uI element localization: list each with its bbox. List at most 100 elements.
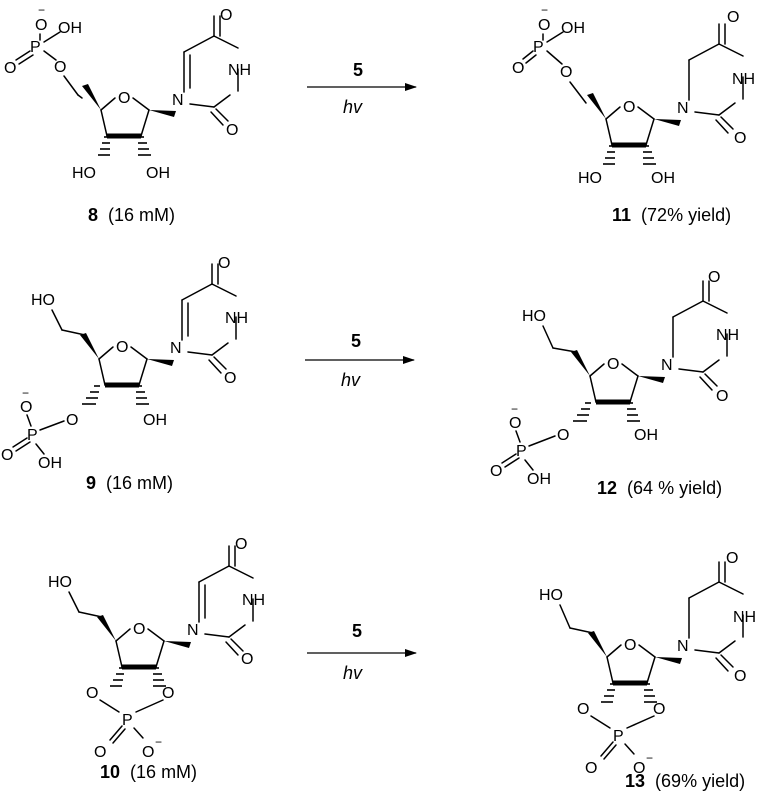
svg-text:O: O [624, 637, 636, 654]
svg-text:5: 5 [351, 331, 361, 351]
compound-12-structure: HO O O OH − O P O OH N O NH O [490, 269, 739, 488]
reaction-arrow-2: 5 hv [305, 331, 415, 390]
svg-text:O: O [86, 685, 98, 702]
svg-text:hv: hv [341, 370, 361, 390]
svg-text:N: N [677, 638, 689, 655]
svg-text:P: P [122, 712, 133, 729]
svg-text:HO: HO [48, 574, 72, 591]
svg-text:O: O [577, 701, 589, 718]
uracil-nh: NH [228, 62, 251, 79]
svg-text:OH: OH [143, 412, 167, 429]
phosphate-oh: OH [58, 20, 82, 37]
svg-text:O: O [235, 536, 247, 553]
svg-text:O: O [538, 17, 550, 34]
phosphate-o-double: O [4, 60, 16, 77]
svg-text:O: O [490, 463, 502, 480]
phosphate-o-ester: O [54, 59, 66, 76]
svg-text:O: O [653, 701, 665, 718]
svg-text:OH: OH [527, 471, 551, 488]
svg-text:P: P [613, 728, 624, 745]
svg-text:O: O [607, 356, 619, 373]
svg-text:O: O [94, 744, 106, 761]
svg-text:NH: NH [242, 592, 265, 609]
svg-text:O: O [734, 130, 746, 147]
svg-text:−: − [155, 735, 162, 749]
svg-text:HO: HO [539, 587, 563, 604]
svg-text:O: O [585, 760, 597, 777]
svg-text:OH: OH [651, 170, 675, 187]
hydroxyl-3: HO [72, 165, 96, 182]
svg-text:P: P [533, 39, 544, 56]
svg-text:O: O [116, 339, 128, 356]
svg-text:NH: NH [716, 327, 739, 344]
phosphate-o-top: O [35, 17, 47, 34]
svg-text:N: N [661, 357, 673, 374]
svg-text:O: O [557, 427, 569, 444]
svg-text:O: O [142, 744, 154, 761]
svg-text:NH: NH [733, 609, 756, 626]
svg-text:O: O [726, 550, 738, 567]
compound-10-structure: HO O O O P O O − N O NH O [48, 536, 265, 761]
compound-13-structure: HO O O O P O O − N O NH O [539, 550, 756, 777]
svg-text:−: − [541, 3, 548, 17]
svg-text:HO: HO [578, 170, 602, 187]
compound-13-caption: 13 (69% yield) [625, 771, 745, 791]
compound-8-structure: − O OH P O O O HO OH N O NH O [4, 3, 251, 182]
svg-text:N: N [677, 100, 689, 117]
compound-8-number: 8 [88, 205, 98, 225]
svg-text:O: O [241, 651, 253, 668]
ribose-ring-o: O [118, 90, 130, 107]
svg-text:OH: OH [561, 20, 585, 37]
svg-text:O: O [734, 668, 746, 685]
svg-text:O: O [133, 621, 145, 638]
svg-text:OH: OH [634, 427, 658, 444]
compound-9-structure: HO O O OH − O P O OH N O NH O [1, 255, 248, 472]
uracil-o2: O [226, 122, 238, 139]
svg-text:NH: NH [732, 71, 755, 88]
svg-text:−: − [22, 386, 29, 400]
svg-text:O: O [560, 64, 572, 81]
svg-text:NH: NH [225, 310, 248, 327]
svg-text:−: − [511, 402, 518, 416]
svg-text:N: N [187, 622, 199, 639]
svg-text:HO: HO [31, 292, 55, 309]
svg-text:O: O [509, 415, 521, 432]
svg-text:O: O [66, 412, 78, 429]
condition-label-1: hv [343, 97, 363, 117]
svg-text:O: O [224, 370, 236, 387]
compound-8-conc: (16 mM) [108, 205, 175, 225]
svg-text:O: O [20, 399, 32, 416]
svg-text:P: P [516, 443, 527, 460]
svg-text:P: P [27, 427, 38, 444]
svg-text:hv: hv [343, 663, 363, 683]
svg-text:HO: HO [522, 308, 546, 325]
svg-text:O: O [218, 255, 230, 272]
hydroxyl-2: OH [146, 165, 170, 182]
reaction-arrow-3: 5 hv [307, 621, 417, 683]
phosphate-p: P [30, 39, 41, 56]
svg-text:5: 5 [352, 621, 362, 641]
svg-text:O: O [716, 388, 728, 405]
compound-11-structure: − O OH P O O O HO OH N O NH O [512, 3, 755, 187]
svg-text:O: O [162, 685, 174, 702]
uracil-n1: N [172, 92, 184, 109]
compound-9-caption: 9 (16 mM) [86, 473, 173, 493]
svg-text:O: O [708, 269, 720, 286]
phosphate-charge: − [38, 3, 45, 17]
svg-text:O: O [623, 99, 635, 116]
svg-text:−: − [646, 751, 653, 765]
svg-text:O: O [633, 760, 645, 777]
reaction-arrow-1: 5 hv [307, 60, 417, 117]
uracil-o4: O [220, 7, 232, 24]
svg-text:O: O [1, 447, 13, 464]
reagent-label-1: 5 [353, 60, 363, 80]
svg-text:O: O [512, 60, 524, 77]
compound-10-caption: 10 (16 mM) [100, 762, 197, 782]
compound-8-caption: 8 (16 mM) [88, 205, 175, 225]
svg-text:N: N [170, 340, 182, 357]
compound-12-caption: 12 (64 % yield) [597, 478, 722, 498]
svg-text:OH: OH [38, 455, 62, 472]
compound-11-caption: 11 (72% yield) [612, 205, 731, 225]
svg-text:O: O [727, 9, 739, 26]
